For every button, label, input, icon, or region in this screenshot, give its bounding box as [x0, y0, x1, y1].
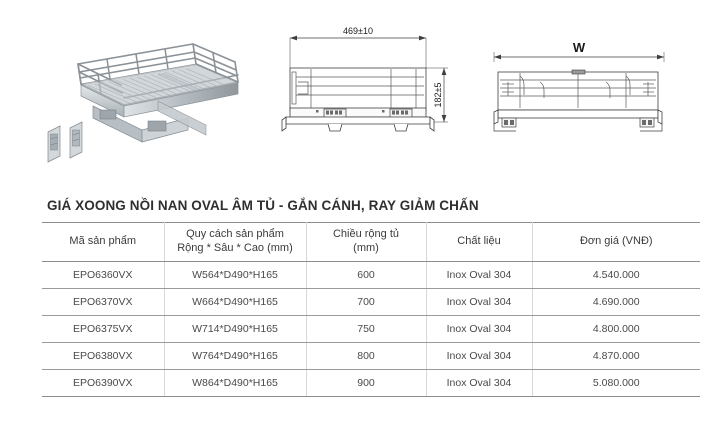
isometric-product-render [38, 22, 253, 167]
side-elevation-drawing: 469±10 182±5 [278, 20, 463, 155]
column-header-spec-line1: Quy cách sản phẩm [186, 228, 284, 241]
column-header-material: Chất liệu [425, 222, 533, 262]
product-spec-table: Mã sản phẩm Quy cách sản phẩm Rộng * Sâu… [42, 222, 700, 397]
table-row: EPO6390VX W864*D490*H165 900 Inox Oval 3… [42, 369, 700, 397]
cell-material: Inox Oval 304 [425, 342, 533, 370]
cell-price: 4.800.000 [531, 315, 700, 343]
column-header-cabinet-width-line1: Chiều rộng tủ [332, 228, 400, 241]
cell-cabinet-width: 800 [305, 342, 427, 370]
column-header-cabinet-width-line2: (mm) [353, 242, 379, 254]
cell-price: 4.870.000 [531, 342, 700, 370]
cell-price: 4.690.000 [531, 288, 700, 316]
front-elevation-drawing: W [488, 24, 693, 154]
cell-spec: W864*D490*H165 [163, 369, 307, 397]
cell-code: EPO6370VX [42, 288, 165, 316]
cell-price: 5.080.000 [531, 369, 700, 397]
cell-spec: W564*D490*H165 [163, 261, 307, 289]
cell-cabinet-width: 900 [305, 369, 427, 397]
cell-price: 4.540.000 [531, 261, 700, 289]
table-row: EPO6360VX W564*D490*H165 600 Inox Oval 3… [42, 261, 700, 289]
column-header-code: Mã sản phẩm [42, 222, 165, 262]
technical-drawings-area: 469±10 182±5 [0, 0, 712, 185]
cell-spec: W664*D490*H165 [163, 288, 307, 316]
table-row: EPO6375VX W714*D490*H165 750 Inox Oval 3… [42, 315, 700, 343]
column-header-material-line1: Chất liệu [457, 235, 501, 248]
cell-cabinet-width: 700 [305, 288, 427, 316]
cell-code: EPO6380VX [42, 342, 165, 370]
cell-cabinet-width: 600 [305, 261, 427, 289]
cell-code: EPO6390VX [42, 369, 165, 397]
front-width-dimension-label: W [573, 40, 586, 55]
cell-material: Inox Oval 304 [425, 315, 533, 343]
spec-table-container: Mã sản phẩm Quy cách sản phẩm Rộng * Sâu… [42, 222, 700, 397]
cell-cabinet-width: 750 [305, 315, 427, 343]
cell-material: Inox Oval 304 [425, 261, 533, 289]
column-header-price-line1: Đơn giá (VNĐ) [579, 235, 653, 248]
cell-spec: W714*D490*H165 [163, 315, 307, 343]
table-row: EPO6380VX W764*D490*H165 800 Inox Oval 3… [42, 342, 700, 370]
column-header-cabinet-width: Chiều rộng tủ (mm) [305, 222, 427, 262]
column-header-price: Đơn giá (VNĐ) [531, 222, 700, 262]
cell-material: Inox Oval 304 [425, 369, 533, 397]
cell-code: EPO6375VX [42, 315, 165, 343]
column-header-spec-line2: Rộng * Sâu * Cao (mm) [177, 242, 293, 254]
side-width-dimension-label: 469±10 [343, 26, 373, 36]
table-body: EPO6360VX W564*D490*H165 600 Inox Oval 3… [42, 261, 700, 397]
table-header-row: Mã sản phẩm Quy cách sản phẩm Rộng * Sâu… [42, 222, 700, 262]
column-header-spec: Quy cách sản phẩm Rộng * Sâu * Cao (mm) [163, 222, 307, 262]
side-height-dimension-label: 182±5 [433, 83, 443, 108]
table-row: EPO6370VX W664*D490*H165 700 Inox Oval 3… [42, 288, 700, 316]
cell-spec: W764*D490*H165 [163, 342, 307, 370]
cell-material: Inox Oval 304 [425, 288, 533, 316]
cell-code: EPO6360VX [42, 261, 165, 289]
column-header-code-line1: Mã sản phẩm [69, 235, 137, 248]
page-title: GIÁ XOONG NỒI NAN OVAL ÂM TỦ - GẮN CÁNH,… [47, 198, 479, 213]
